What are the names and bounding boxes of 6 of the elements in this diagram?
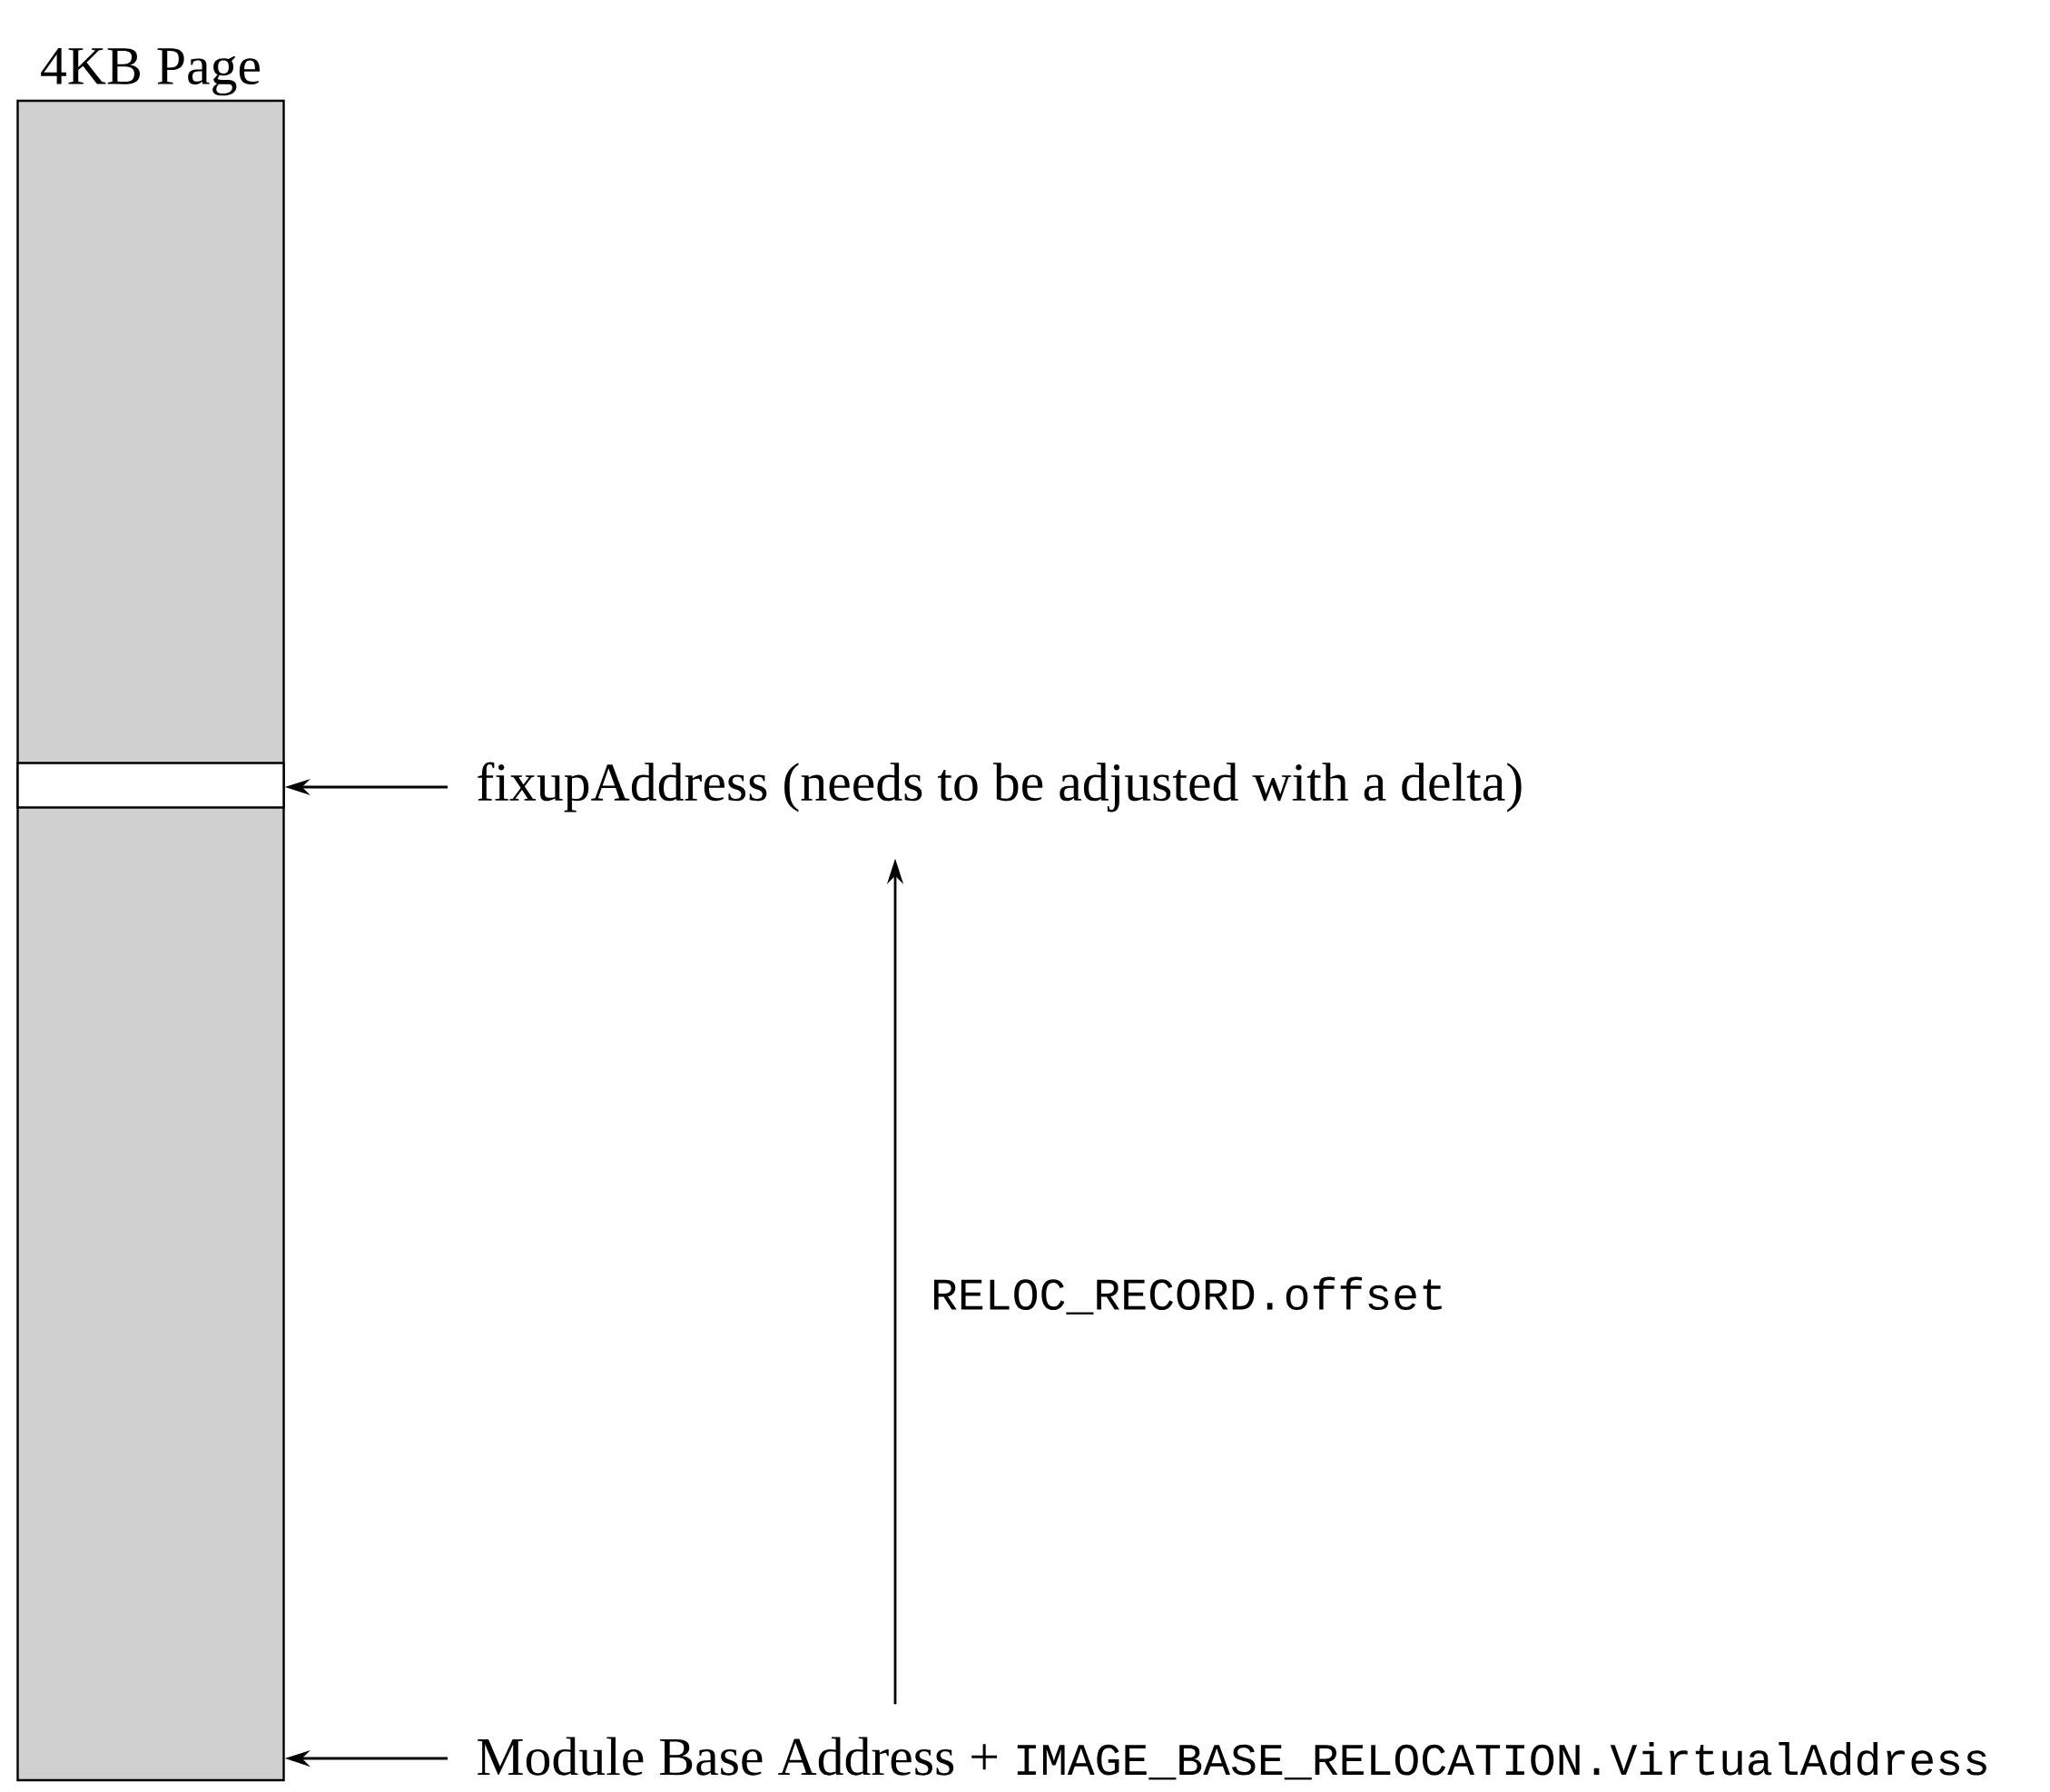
page-column: 4KB Page — [16, 48, 285, 1782]
text-label: fixupAddress (needs to be adjusted with a delta) — [478, 762, 1522, 812]
text-label: Module Base Address + IMAGE_BASE_RELOCATION.VirtualAddress — [478, 1737, 1986, 1780]
edge-label: RELOC_RECORD.offset — [934, 1276, 1442, 1314]
memory-slot — [16, 762, 285, 809]
node-label: 4KB Page — [41, 48, 260, 96]
